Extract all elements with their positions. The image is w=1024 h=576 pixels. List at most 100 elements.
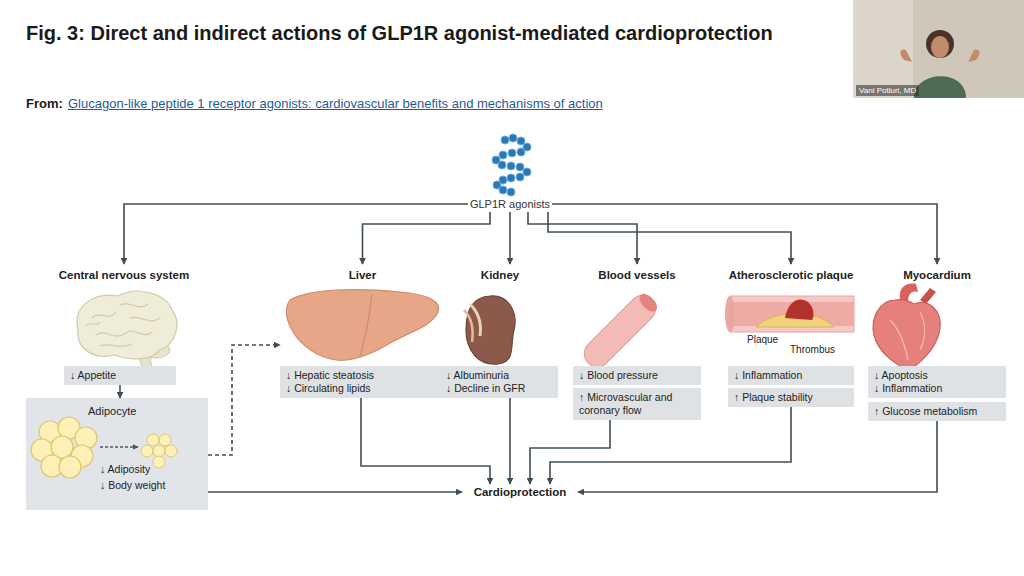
fat-cell [41,455,63,477]
artery-end [725,296,735,332]
flow-arrow [552,204,937,264]
effect-box: ↑ Glucose metabolism [868,402,1006,421]
connector-group [120,204,937,492]
effect-text: ↓ Decline in GFR [446,382,552,395]
vessel-line [464,310,473,342]
flow-arrow [509,398,511,484]
panel-text: ↓ Body weight [100,478,165,492]
fat-cell [159,434,171,446]
fat-cell [71,445,93,467]
webcam-background [853,0,1024,98]
gyrus-line [92,312,116,318]
fat-cell [147,434,159,446]
fat-cell [59,456,81,478]
effect-text: ↓ Hepatic steatosis [286,369,436,382]
part-label: Thrombus [790,344,835,355]
effect-text: ↑ Glucose metabolism [874,405,1000,418]
flow-arrow [509,212,511,264]
organ-heading: Kidney [440,264,560,282]
plaque-illustration [725,296,854,332]
peptide-bead [523,168,531,176]
fat-cell [39,421,61,443]
drug-node: GLP1R agonists [468,196,552,212]
peptide-bead [509,134,517,142]
pulmonary-shape [920,288,936,304]
vessel-lumen [636,291,660,315]
person-hand [900,50,912,62]
flow-arrow [578,421,937,492]
adipocyte-small [141,434,177,468]
effect-box: ↑ Microvascular and coronary flow [573,388,701,420]
organ-panel: Kidney ↓ Albuminuria↓ Decline in GFR [440,264,560,398]
brain-shape [77,291,177,359]
flow-arrow [208,491,462,493]
liver-lobe-line [360,294,372,356]
drug-name: GLP1R agonists [468,196,552,212]
effect-text: ↓ Apoptosis [874,369,1000,382]
peptide-bead [517,137,525,145]
flow-arrow [363,212,491,264]
adipocyte-panel: Adipocyte ↓ Adiposity ↓ Body weight [26,398,208,510]
effect-box: ↓ Apoptosis↓ Inflammation [868,366,1006,398]
outcome-node: Cardioprotection [462,484,578,500]
organ-panel: Myocardium ↓ Apoptosis↓ Inflammation ↑ Glu… [868,264,1006,421]
peptide-bead [501,136,509,144]
gyrus-line [100,344,132,346]
liver-illustration [286,290,438,361]
kidney-illustration [464,296,515,364]
peptide-bead [517,148,525,156]
peptide-bead [507,162,515,170]
blood-vessel-illustration [579,289,662,372]
flow-arrow [530,420,610,484]
flow-arrow [528,212,637,264]
source-link: Glucagon-like peptide 1 receptor agonist… [68,96,603,111]
effect-box: ↓ Appetite [64,366,176,385]
effect-text: ↓ Inflammation [734,369,848,382]
effect-box: ↑ Plaque stability [728,388,854,407]
effect-text: ↑ Plaque stability [734,391,848,404]
peptide-bead [507,188,515,196]
organ-panel: Blood vessels ↓ Blood pressure ↑ Microvasc… [572,264,702,420]
person-hair [926,30,954,58]
gyrus-line [120,304,148,307]
effect-text: ↓ Blood pressure [579,369,695,382]
flow-arrow [119,385,121,398]
speaker-name: Vani Potluri, MD [856,85,919,96]
coronary-line [920,312,925,350]
peptide-bead [507,174,515,182]
effect-box: ↓ Hepatic steatosis↓ Circulating lipids [280,366,442,398]
heart-shape [873,300,940,370]
flow-arrow [550,407,791,484]
flow-arrow [124,204,468,264]
panel-text: ↓ Adiposity [100,462,150,476]
organ-heading: Liver [280,264,445,282]
panel-text: Adipocyte [88,404,136,418]
fat-cell [75,427,97,449]
organ-panel: Central nervous system ↓ Appetite [40,264,208,385]
peptide-bead [499,186,507,194]
peptide-bead [516,163,524,171]
person-body [914,76,966,98]
fat-cell [153,456,165,468]
person-hand [968,50,980,62]
gyrus-line [96,331,152,336]
organ-heading: Blood vessels [572,264,702,282]
adipocyte-large [31,417,97,478]
artery-wall [730,296,854,332]
gyrus-line [86,322,100,326]
figure-title: Fig. 3: Direct and indirect actions of G… [26,21,848,45]
effect-box: ↓ Inflammation [728,366,854,385]
organ-heading: Atherosclerotic plaque [726,264,856,282]
brain-illustration [77,291,177,374]
shrink-arrow [100,446,138,447]
fat-cell [165,445,177,457]
organ-heading: Central nervous system [40,264,208,282]
effect-text: ↓ Albuminuria [446,369,552,382]
organ-heading: Myocardium [868,264,1006,282]
heart-illustration [873,284,940,370]
flow-arrow [208,345,280,455]
webcam-wall [853,0,913,98]
fat-cell [51,436,73,458]
peptide-icon [492,134,531,196]
